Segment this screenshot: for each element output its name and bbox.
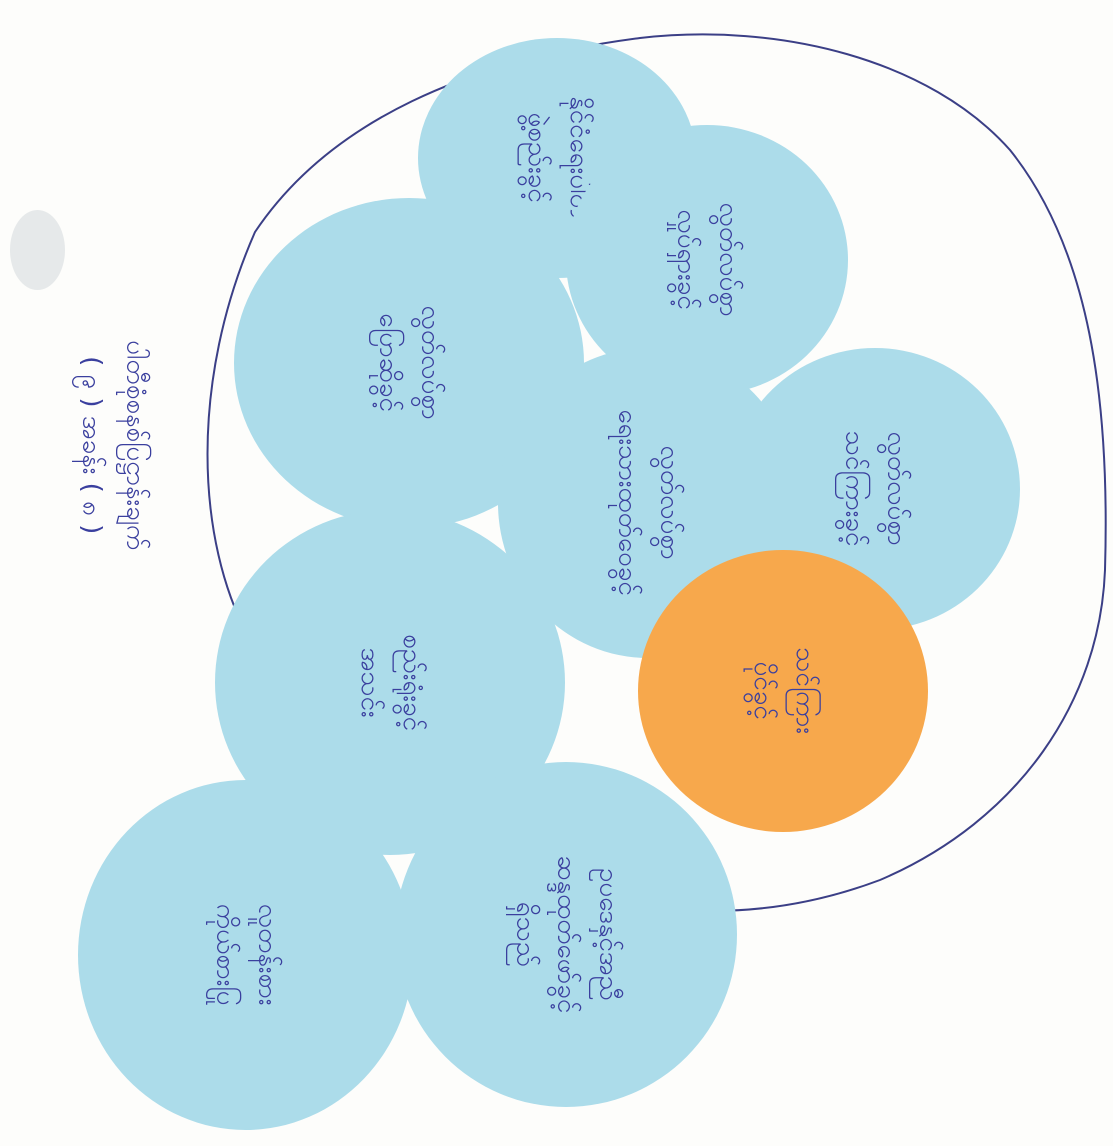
paper-smudge [10, 210, 65, 290]
circle-bottom-center: ဥပဒေနှင့်အညီ ဆန္ဒထုတ်ဖော်ခွင့် ရှိသည် [395, 762, 737, 1107]
circle-right-upper-label: လွတ်လပ်စွာ သင်ကြားခွင့် [840, 431, 912, 547]
circle-bottom-left: လူတန်းစား ကိုယ်စားပြု [78, 780, 413, 1130]
circle-upper-left-label: လွတ်လပ်စွာ ပြောဆိုခွင့် [374, 305, 446, 421]
side-note-line2: ( ၉ ) အခန်း ( ၈ ) [76, 355, 106, 535]
circle-middle-left-label: စည်းရုံးခွင့် အသင်း [354, 634, 427, 731]
side-note-line1: ပါတီစုံစနစ်ပြဋ္ဌာန်းချက် [120, 339, 151, 551]
circle-upper-middle-label: လွတ်လပ်စွာ လှုပ်ရှားခွင့် [672, 202, 744, 318]
circle-center-label: လွတ်လပ်စွာ ရေးသားထုတ်ဝေခွင့် [612, 409, 685, 597]
circle-bottom-center-label: ဥပဒေနှင့်အညီ ဆန္ဒထုတ်ဖော်ခွင့် ရှိသည် [510, 855, 624, 1014]
circle-orange-center: သင်ကြား ပိုင်ခွင့် [638, 550, 928, 832]
circle-upper-middle: လွတ်လပ်စွာ လှုပ်ရှားခွင့် [566, 125, 848, 395]
side-note: ပါတီစုံစနစ်ပြဋ္ဌာန်းချက် ( ၉ ) အခန်း ( ၈… [58, 165, 168, 725]
circle-orange-center-label: သင်ကြား ပိုင်ခွင့် [747, 647, 820, 735]
circle-bottom-left-label: လူတန်းစား ကိုယ်စားပြု [210, 904, 283, 1006]
